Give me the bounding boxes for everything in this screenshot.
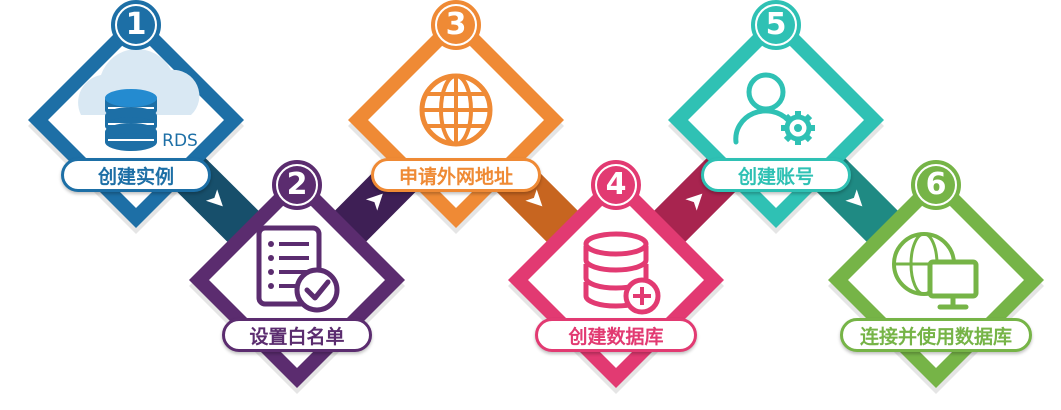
step-label: 连接并使用数据库 xyxy=(840,318,1032,352)
checklist-approved-icon xyxy=(256,225,340,313)
database-add-icon xyxy=(583,231,661,315)
step-number-badge: 6 xyxy=(911,160,961,210)
globe-icon xyxy=(419,73,493,147)
step-label: 创建数据库 xyxy=(535,318,697,352)
arrow-icon xyxy=(525,189,543,207)
arrow-icon xyxy=(845,189,863,207)
step-number-badge: 4 xyxy=(591,160,641,210)
step-label: 创建账号 xyxy=(701,158,851,192)
step-number: 1 xyxy=(117,6,155,44)
step-number-badge: 1 xyxy=(111,0,161,50)
rds-text: RDS xyxy=(162,131,198,151)
step-label: 申请外网地址 xyxy=(371,158,541,192)
step-number: 3 xyxy=(437,6,475,44)
step-label: 设置白名单 xyxy=(222,318,372,352)
rds-database-cloud-icon xyxy=(78,49,200,151)
user-settings-icon xyxy=(733,72,815,145)
step-number: 5 xyxy=(757,6,795,44)
arrow-icon xyxy=(685,193,703,211)
globe-monitor-icon xyxy=(892,232,979,310)
step-number-badge: 2 xyxy=(272,160,322,210)
arrow-icon xyxy=(365,193,383,211)
step-number: 2 xyxy=(278,166,316,204)
step-number: 4 xyxy=(597,166,635,204)
step-number: 6 xyxy=(917,166,955,204)
arrow-icon xyxy=(205,189,223,207)
step-label: 创建实例 xyxy=(61,158,211,192)
step-number-badge: 5 xyxy=(751,0,801,50)
step-number-badge: 3 xyxy=(431,0,481,50)
